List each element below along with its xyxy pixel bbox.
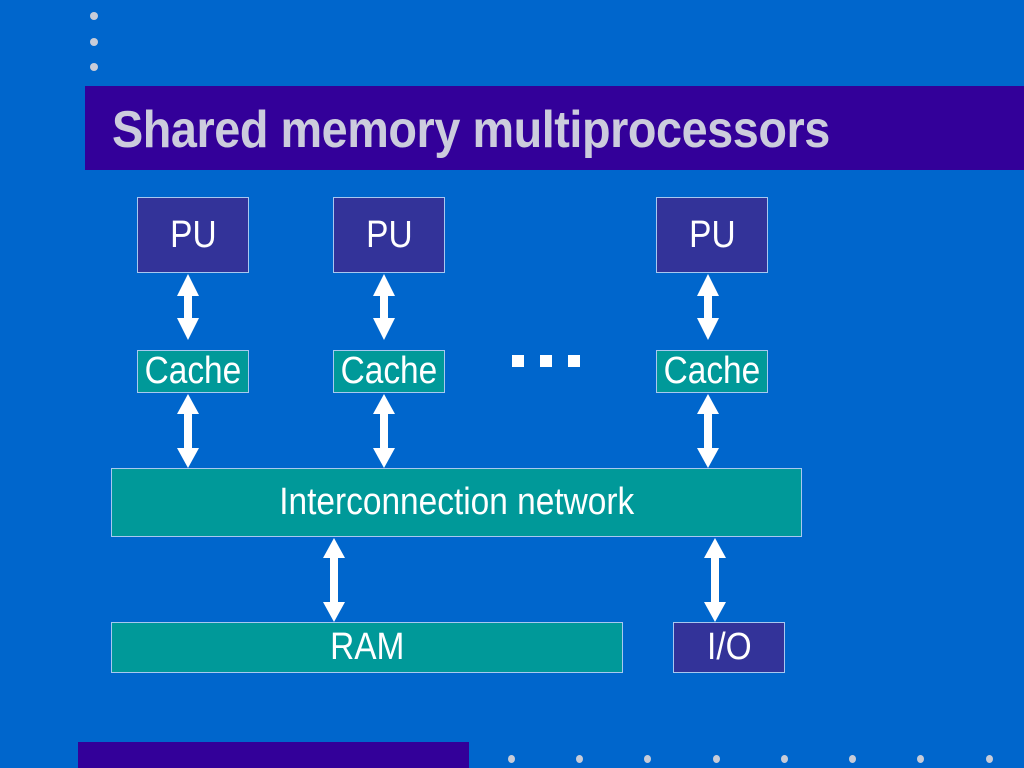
cache-box: Cache <box>333 350 445 393</box>
decorative-dot <box>508 755 515 763</box>
ram-box: RAM <box>111 622 623 673</box>
bidirectional-arrow-icon <box>697 274 719 340</box>
bidirectional-arrow-icon <box>704 538 726 622</box>
processor-unit-box: PU <box>333 197 445 273</box>
processor-unit-label: PU <box>169 213 217 256</box>
interconnection-network-box: Interconnection network <box>111 468 802 537</box>
footer-bar <box>78 742 469 768</box>
ellipsis-dot <box>512 355 524 367</box>
decorative-dot <box>986 755 993 763</box>
bidirectional-arrow-icon <box>697 394 719 468</box>
decorative-dot <box>781 755 788 763</box>
cache-label: Cache <box>144 350 242 392</box>
decorative-dot <box>849 755 856 763</box>
decorative-dot <box>917 755 924 763</box>
cache-label: Cache <box>340 350 438 392</box>
ellipsis-dot <box>540 355 552 367</box>
processor-unit-box: PU <box>137 197 249 273</box>
bidirectional-arrow-icon <box>323 538 345 622</box>
ellipsis-dot <box>568 355 580 367</box>
io-box: I/O <box>673 622 785 673</box>
ram-label: RAM <box>329 626 405 668</box>
io-label: I/O <box>706 626 752 668</box>
decorative-dot <box>576 755 583 763</box>
decorative-dot <box>644 755 651 763</box>
processor-unit-box: PU <box>656 197 768 273</box>
bidirectional-arrow-icon <box>177 274 199 340</box>
processor-unit-label: PU <box>365 213 413 256</box>
ellipsis-more-processors <box>512 355 580 367</box>
title-bar <box>85 86 1024 170</box>
cache-label: Cache <box>663 350 761 392</box>
bidirectional-arrow-icon <box>177 394 199 468</box>
decorative-dot <box>90 63 98 71</box>
decorative-dot <box>713 755 720 763</box>
cache-box: Cache <box>656 350 768 393</box>
decorative-dot <box>90 38 98 46</box>
interconnection-network-label: Interconnection network <box>278 481 635 523</box>
processor-unit-label: PU <box>688 213 736 256</box>
slide-title: Shared memory multiprocessors <box>112 101 830 159</box>
bidirectional-arrow-icon <box>373 274 395 340</box>
decorative-dot <box>90 12 98 20</box>
cache-box: Cache <box>137 350 249 393</box>
bidirectional-arrow-icon <box>373 394 395 468</box>
